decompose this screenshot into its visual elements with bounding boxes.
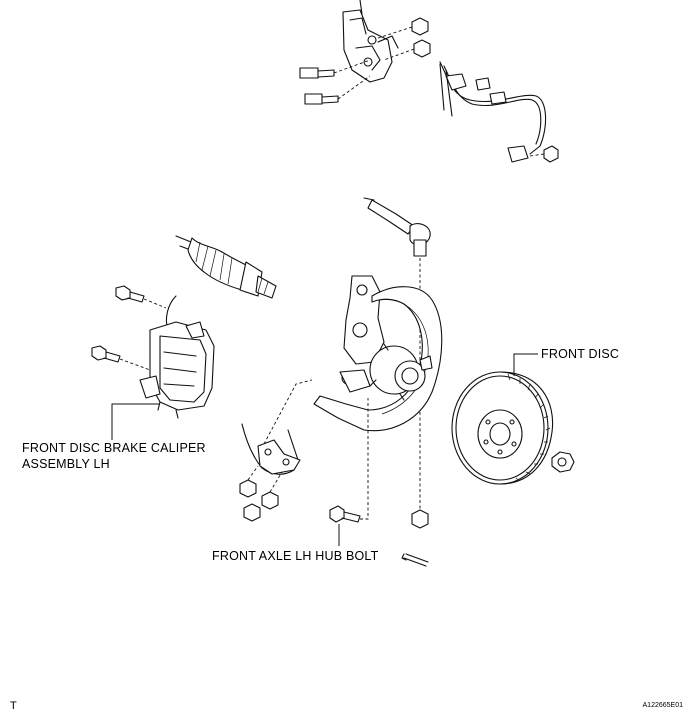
sensor-bracket-assembly: [342, 0, 399, 83]
caliper-label-line1: FRONT DISC BRAKE CALIPER: [22, 441, 206, 455]
hub-nut: [551, 451, 575, 473]
caliper-leader-line: [111, 403, 160, 440]
axle-hub: [369, 343, 433, 401]
caliper-label-line2: ASSEMBLY LH: [22, 457, 110, 471]
corner-mark-t: T: [10, 700, 17, 712]
drive-shaft: [175, 235, 277, 299]
dust-deflector: [241, 379, 313, 475]
tie-rod-end: [363, 197, 431, 510]
cotter-pin: [401, 553, 429, 567]
front-disc-label: FRONT DISC: [541, 347, 620, 361]
brake-caliper-assembly: [139, 295, 215, 419]
front-disc-rotor: [451, 371, 554, 485]
caliper-bolts: [91, 285, 167, 371]
hub-bolt: [329, 398, 369, 523]
bracket-bolts: [299, 59, 371, 105]
abs-speed-sensor-harness: [439, 61, 559, 163]
hub-bolt-label: FRONT AXLE LH HUB BOLT: [212, 549, 379, 563]
deflector-bolts: [239, 465, 283, 522]
front-disc-leader-line: [513, 353, 538, 376]
castle-nut: [411, 509, 429, 529]
figure-id-code: A122665E01: [642, 702, 683, 709]
bracket-nuts: [377, 17, 431, 61]
dust-cover: [313, 286, 443, 432]
